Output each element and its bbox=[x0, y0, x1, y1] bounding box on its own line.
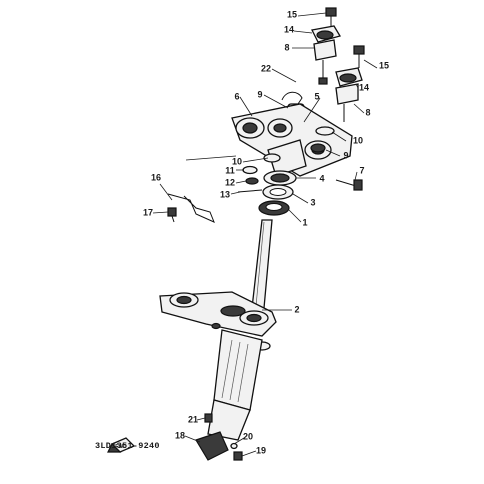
bearing-1 bbox=[258, 200, 290, 216]
upper-clamp-assembly-left bbox=[311, 7, 341, 85]
washer-11 bbox=[242, 165, 258, 175]
part-label-14-upper: 14 bbox=[283, 24, 295, 35]
part-label-20: 20 bbox=[242, 431, 254, 442]
part-label-5: 5 bbox=[314, 91, 320, 102]
diagram-code: 3LD1351-9240 bbox=[95, 441, 160, 451]
washer-20 bbox=[230, 442, 238, 450]
bolt-21 bbox=[204, 413, 213, 423]
cover-3 bbox=[262, 184, 294, 200]
guard-18 bbox=[195, 431, 229, 461]
part-label-14-right: 14 bbox=[358, 82, 370, 93]
washer-10-left bbox=[263, 153, 281, 163]
part-label-6: 6 bbox=[234, 91, 240, 102]
clip-22 bbox=[281, 91, 303, 105]
cable-guide-16 bbox=[167, 193, 215, 223]
part-label-8-upper: 8 bbox=[284, 42, 290, 53]
part-label-15-upper: 15 bbox=[286, 9, 298, 20]
fwd-badge-text: FWD bbox=[115, 444, 127, 450]
bolt-19 bbox=[233, 451, 243, 461]
part-label-8-right: 8 bbox=[365, 107, 371, 118]
ring-nut-4 bbox=[263, 170, 297, 186]
part-label-4: 4 bbox=[319, 173, 325, 184]
part-label-1: 1 bbox=[302, 217, 308, 228]
part-label-9-upper: 9 bbox=[257, 89, 263, 100]
part-label-10-left: 10 bbox=[231, 156, 243, 167]
upper-clamp-assembly-right bbox=[335, 45, 365, 122]
part-label-9-right: 9 bbox=[343, 150, 349, 161]
part-label-3: 3 bbox=[310, 197, 316, 208]
part-label-7: 7 bbox=[359, 165, 365, 176]
upper-bracket-6 bbox=[231, 103, 353, 177]
washer-12 bbox=[245, 177, 259, 185]
bolt-7 bbox=[335, 179, 363, 191]
part-label-19: 19 bbox=[255, 445, 267, 456]
part-label-11: 11 bbox=[225, 165, 235, 176]
part-label-16: 16 bbox=[150, 172, 162, 183]
washer-10-right bbox=[315, 126, 335, 136]
part-label-12: 12 bbox=[224, 177, 236, 188]
leader-lines bbox=[152, 12, 378, 457]
screw-17 bbox=[167, 207, 177, 223]
steering-stem-2 bbox=[159, 219, 277, 351]
bolt-13 bbox=[237, 189, 263, 193]
part-label-17: 17 bbox=[142, 207, 154, 218]
fork-tube bbox=[207, 329, 263, 441]
part-label-10-right: 10 bbox=[352, 135, 364, 146]
part-label-15-right: 15 bbox=[378, 60, 390, 71]
part-label-2: 2 bbox=[294, 304, 300, 315]
fwd-badge bbox=[107, 437, 136, 453]
bush-9-right bbox=[310, 143, 326, 153]
part-label-21: 21 bbox=[187, 414, 199, 425]
part-label-22: 22 bbox=[260, 63, 272, 74]
part-label-13: 13 bbox=[219, 189, 231, 200]
part-label-18: 18 bbox=[174, 430, 186, 441]
